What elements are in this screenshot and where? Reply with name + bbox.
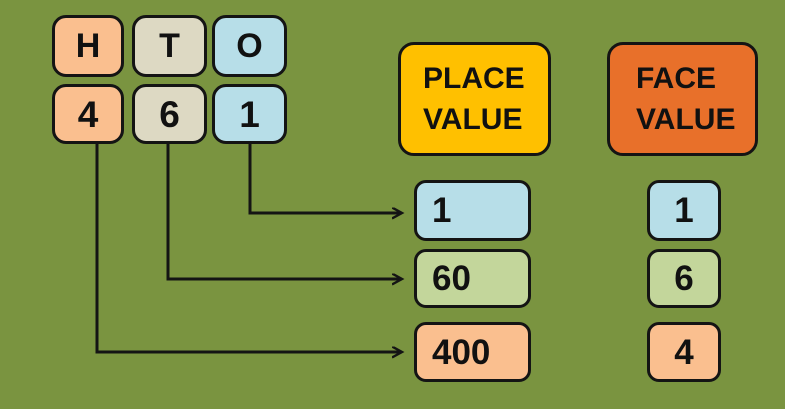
column-header-hundreds: H [52, 15, 124, 77]
arrow-ones-to-place-value [248, 144, 402, 213]
face-value-hundreds: 4 [647, 322, 721, 382]
arrow-hundreds-to-place-value [95, 144, 402, 352]
column-header-ones: O [212, 15, 287, 77]
place-value-header: PLACE VALUE [398, 42, 551, 156]
face-value-header-line1: FACE [636, 61, 717, 95]
place-value-header-line1: PLACE [423, 61, 525, 95]
face-value-header-line2: VALUE [636, 102, 736, 136]
place-value-header-line2: VALUE [423, 102, 523, 136]
place-value-tens: 60 [414, 249, 531, 308]
digit-ones: 1 [212, 84, 287, 144]
column-header-tens: T [132, 15, 207, 77]
digit-hundreds: 4 [52, 84, 124, 144]
digit-tens: 6 [132, 84, 207, 144]
arrow-tens-to-place-value [166, 144, 402, 279]
face-value-tens: 6 [647, 249, 721, 308]
face-value-ones: 1 [647, 180, 721, 241]
face-value-header: FACE VALUE [607, 42, 758, 156]
place-value-hundreds: 400 [414, 322, 531, 382]
place-value-ones: 1 [414, 180, 531, 241]
